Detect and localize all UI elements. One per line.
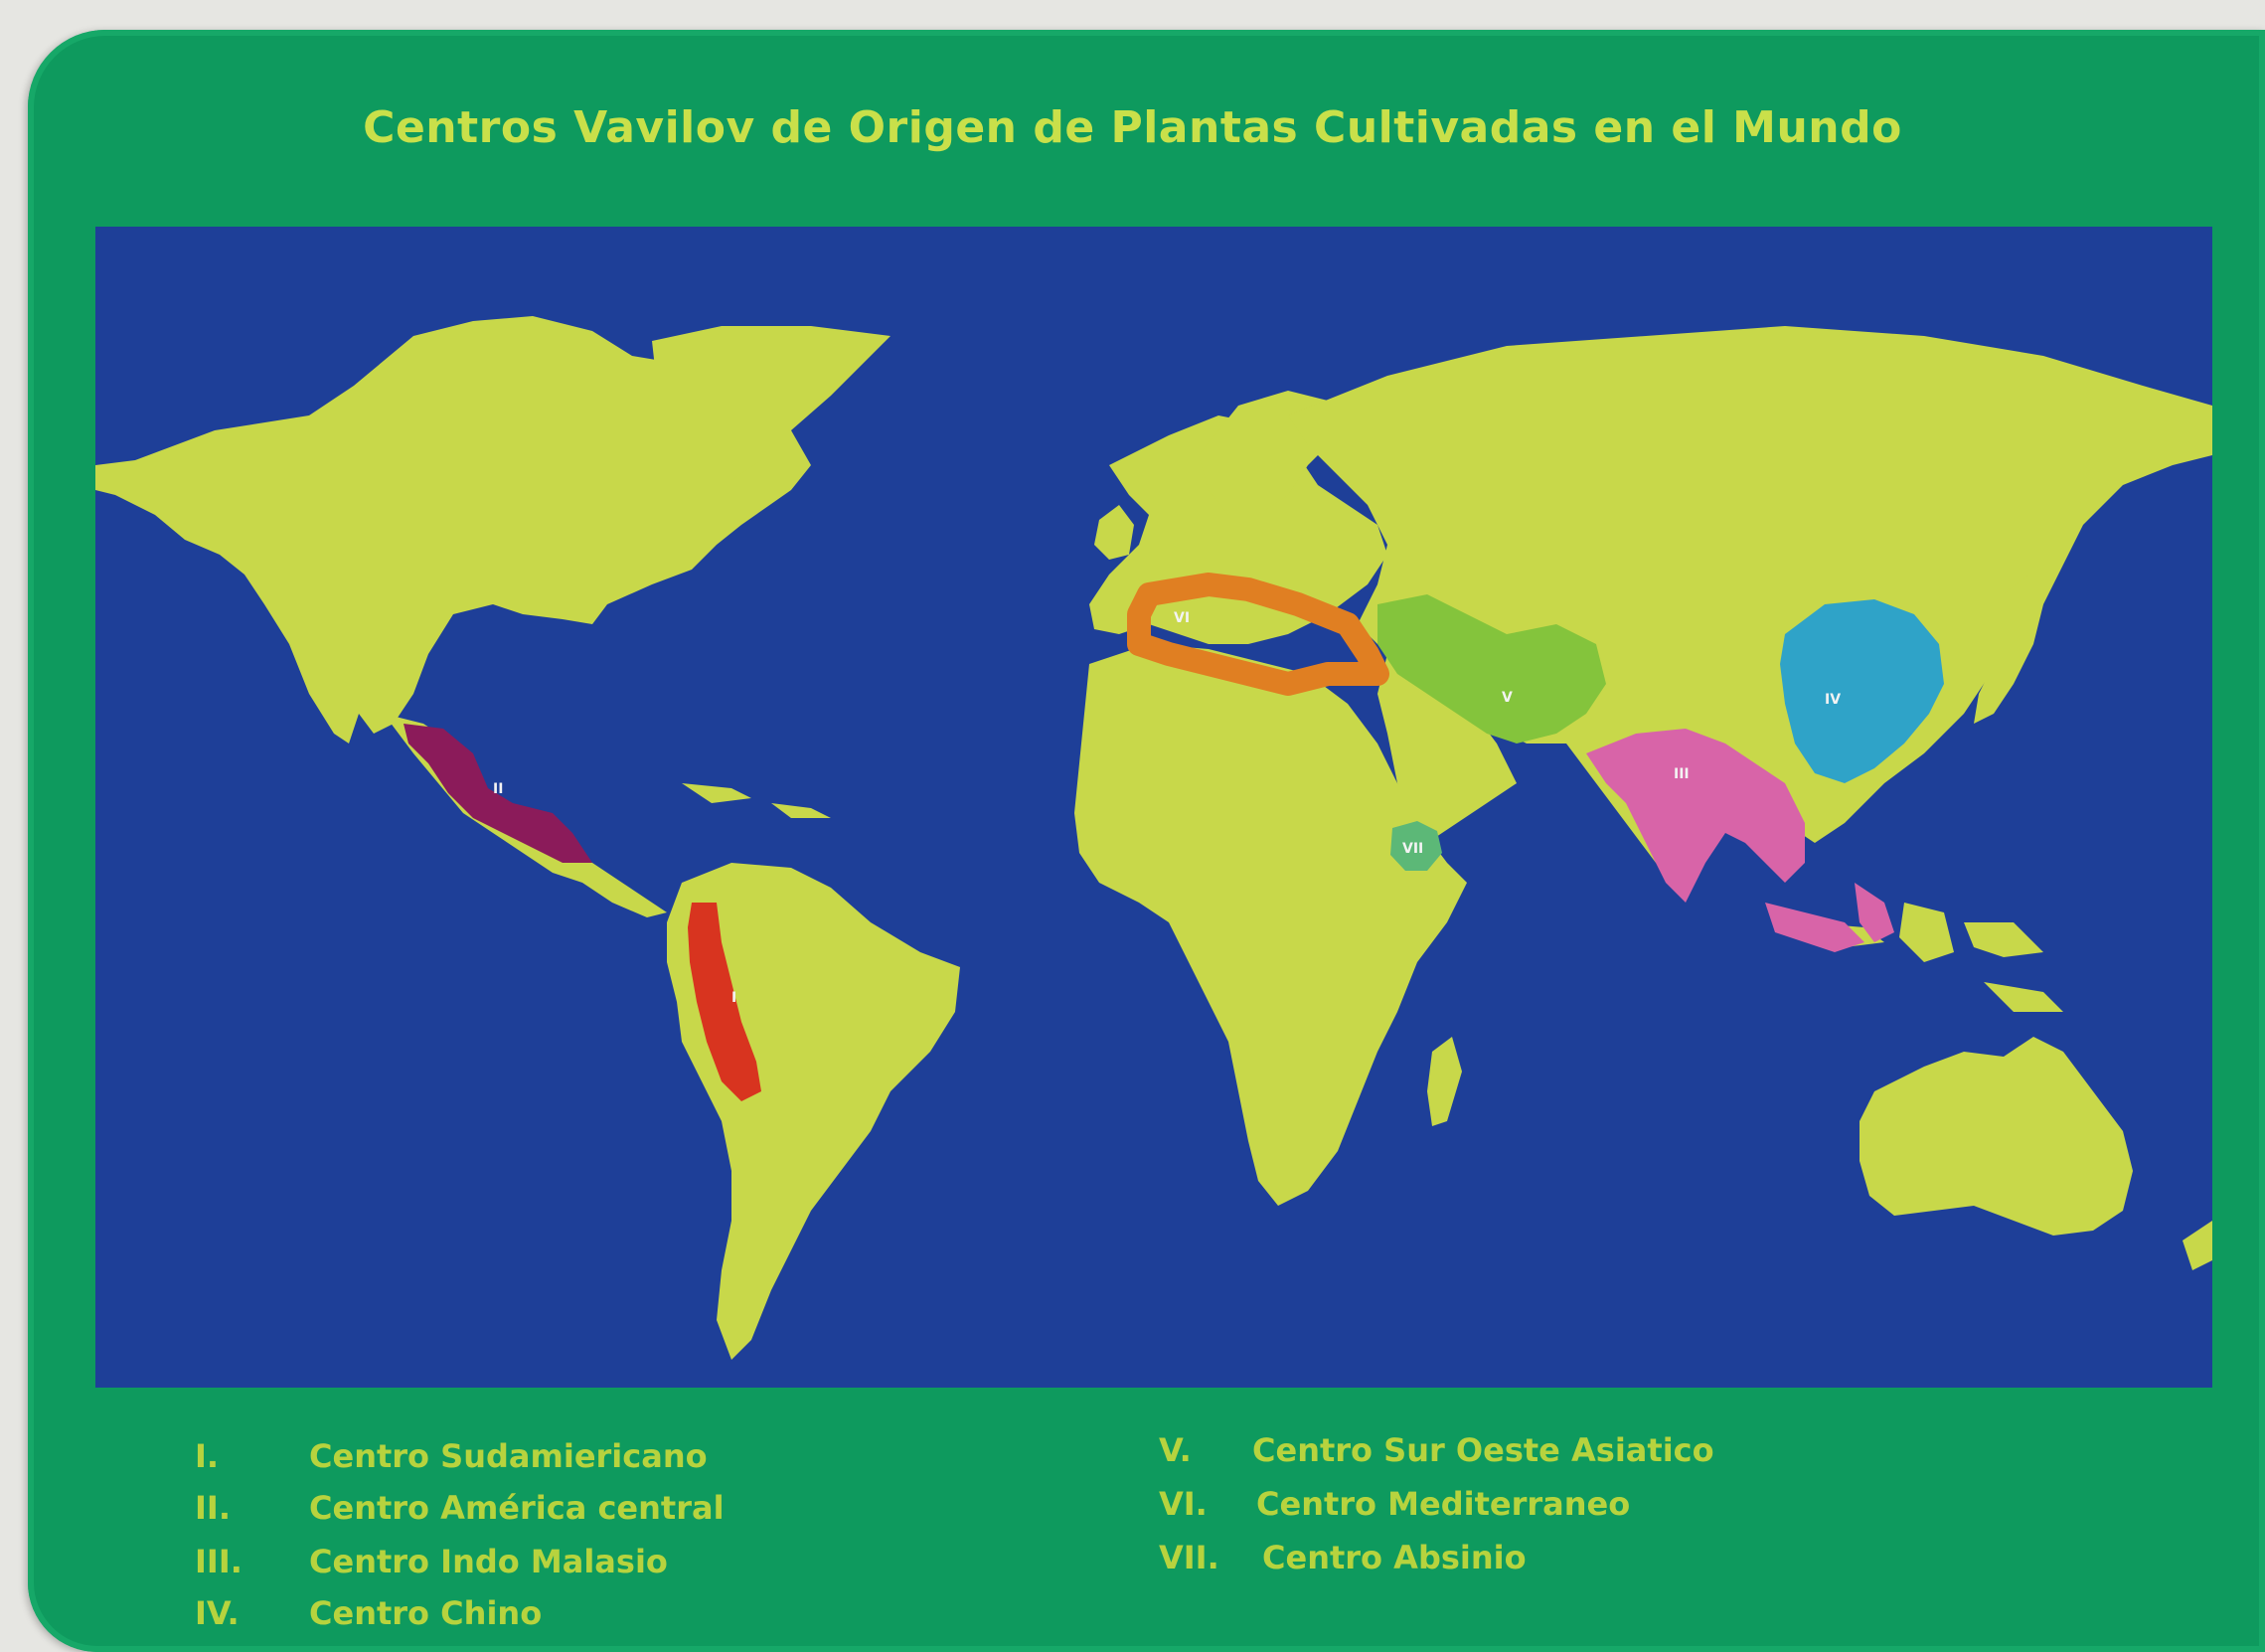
world-map[interactable]: I II III IV V VI VII: [95, 227, 2212, 1388]
region-label-v: V: [1502, 690, 1513, 706]
legend-item-v: V. Centro Sur Oeste Asiatico: [1159, 1431, 1714, 1469]
legend-numeral-vii: VII.: [1159, 1539, 1219, 1576]
legend-numeral-iv: IV.: [195, 1594, 240, 1632]
region-label-ii: II: [493, 781, 503, 797]
legend-numeral-i: I.: [195, 1437, 220, 1475]
legend-item-vi: VI. Centro Mediterraneo: [1159, 1485, 1630, 1523]
map-title: Centros Vavilov de Origen de Plantas Cul…: [363, 102, 1902, 153]
new-zealand: [2183, 1221, 2212, 1270]
africa: [1074, 644, 1467, 1206]
legend-label-ii: Centro América central: [309, 1489, 725, 1527]
legend-label-vii: Centro Absinio: [1262, 1539, 1527, 1576]
legend-item-i: I. Centro Sudamiericano: [195, 1437, 708, 1475]
region-vii[interactable]: [1390, 821, 1442, 871]
legend-item-ii: II. Centro América central: [195, 1489, 725, 1527]
vavilov-centers: [404, 573, 1944, 1101]
legend-label-v: Centro Sur Oeste Asiatico: [1252, 1431, 1714, 1469]
region-label-iv: IV: [1825, 692, 1841, 708]
region-label-vii: VII: [1402, 841, 1423, 857]
region-v[interactable]: [1377, 594, 1606, 743]
north-america: [95, 346, 811, 743]
legend-item-iv: IV. Centro Chino: [195, 1594, 542, 1632]
region-label-vi: VI: [1174, 610, 1190, 626]
region-iii[interactable]: [1586, 729, 1894, 952]
legend-numeral-v: V.: [1159, 1431, 1192, 1469]
region-i[interactable]: [688, 903, 761, 1101]
legend-item-iii: III. Centro Indo Malasio: [195, 1543, 668, 1580]
legend-label-iv: Centro Chino: [309, 1594, 543, 1632]
japan: [1974, 575, 2043, 724]
region-ii[interactable]: [404, 724, 592, 863]
arctic-islands: [294, 316, 731, 425]
legend-numeral-iii: III.: [195, 1543, 243, 1580]
legend-label-vi: Centro Mediterraneo: [1256, 1485, 1631, 1523]
caribbean: [682, 783, 831, 818]
legend-item-vii: VII. Centro Absinio: [1159, 1539, 1527, 1576]
arabian-peninsula: [1377, 654, 1517, 843]
world-map-svg: I II III IV V VI VII: [95, 227, 2212, 1388]
south-america: [667, 863, 960, 1360]
legend-numeral-ii: II.: [195, 1489, 231, 1527]
southeast-asia-islands: [1805, 903, 2063, 1012]
british-isles: [1094, 505, 1134, 560]
region-iv[interactable]: [1780, 599, 1944, 783]
region-label-iii: III: [1674, 766, 1690, 782]
region-labels: I II III IV V VI VII: [493, 610, 1841, 1006]
legend-label-i: Centro Sudamiericano: [309, 1437, 708, 1475]
region-vi[interactable]: [1127, 573, 1389, 696]
greenland: [652, 326, 890, 480]
australia: [1860, 1037, 2133, 1236]
legend-numeral-vi: VI.: [1159, 1485, 1208, 1523]
madagascar: [1427, 1037, 1462, 1126]
legend-label-iii: Centro Indo Malasio: [309, 1543, 668, 1580]
region-label-i: I: [731, 990, 736, 1006]
